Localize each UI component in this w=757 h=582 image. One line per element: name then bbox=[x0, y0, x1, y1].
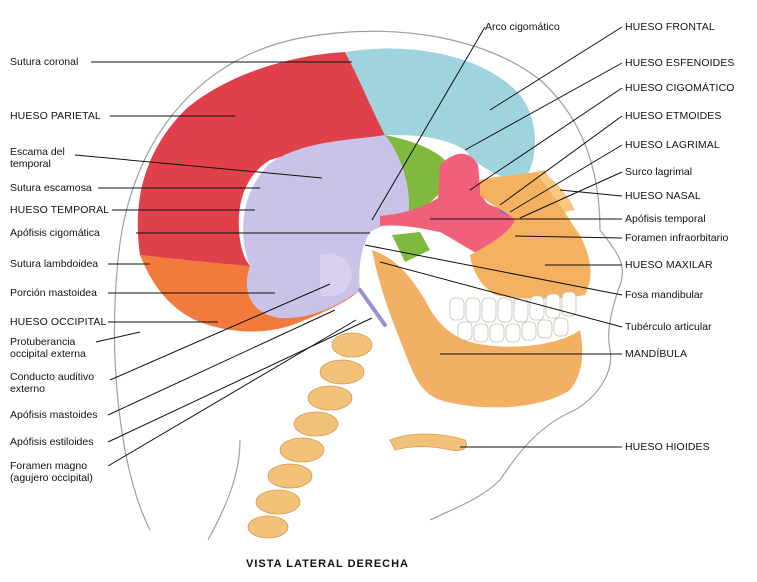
diagram-caption: VISTA LATERAL DERECHA bbox=[246, 558, 409, 570]
leader-lines bbox=[74, 26, 623, 467]
label-escama-temporal-2: temporal bbox=[10, 158, 51, 170]
label-hueso-hioides: HUESO HIOIDES bbox=[625, 441, 710, 453]
label-apofisis-mastoides: Apófisis mastoides bbox=[10, 409, 98, 421]
label-conducto-auditivo-2: externo bbox=[10, 383, 46, 395]
label-surco-lagrimal: Surco lagrimal bbox=[625, 166, 693, 178]
styloid-process bbox=[358, 288, 387, 327]
mandible-bone bbox=[372, 250, 583, 408]
nasal-bone bbox=[538, 170, 575, 212]
frontal-bone bbox=[345, 48, 535, 185]
label-hueso-cigomatico: HUESO CIGOMÁTICO bbox=[625, 82, 735, 94]
label-hueso-maxilar: HUESO MAXILAR bbox=[625, 259, 713, 271]
label-hueso-temporal: HUESO TEMPORAL bbox=[10, 204, 110, 216]
mastoid-process bbox=[320, 253, 352, 297]
label-apofisis-estiloides: Apófisis estiloides bbox=[10, 436, 94, 448]
label-porcion-mastoidea: Porción mastoidea bbox=[10, 287, 97, 299]
label-foramen-infraorbitario: Foramen infraorbitario bbox=[625, 232, 729, 244]
label-hueso-etmoides: HUESO ETMOIDES bbox=[625, 110, 722, 122]
label-hueso-esfenoides: HUESO ESFENOIDES bbox=[625, 57, 735, 69]
label-foramen-magno-1: Foramen magno bbox=[10, 460, 88, 472]
label-hueso-lagrimal: HUESO LAGRIMAL bbox=[625, 139, 720, 151]
label-mandibula: MANDÍBULA bbox=[625, 348, 688, 360]
label-hueso-parietal: HUESO PARIETAL bbox=[10, 110, 101, 122]
label-escama-temporal-1: Escama del bbox=[10, 146, 65, 158]
zygomatic-bone bbox=[380, 153, 516, 258]
cervical-vertebrae bbox=[247, 332, 373, 539]
temporal-bone bbox=[243, 135, 417, 319]
label-arco-cigomatico: Arco cigomático bbox=[485, 21, 560, 33]
label-protuberancia-1: Protuberancia bbox=[10, 336, 76, 348]
label-protuberancia-2: occipital externa bbox=[10, 348, 86, 360]
label-hueso-occipital: HUESO OCCIPITAL bbox=[10, 316, 107, 328]
label-sutura-lambdoidea: Sutura lambdoidea bbox=[10, 258, 99, 270]
teeth bbox=[449, 291, 577, 343]
label-sutura-escamosa: Sutura escamosa bbox=[10, 182, 92, 194]
neck-outline bbox=[207, 439, 241, 541]
label-tuberculo-articular: Tubérculo articular bbox=[625, 321, 712, 333]
maxilla-bone bbox=[470, 170, 591, 299]
label-conducto-auditivo-1: Conducto auditivo bbox=[10, 371, 95, 383]
label-sutura-coronal: Sutura coronal bbox=[10, 56, 79, 68]
label-hueso-nasal: HUESO NASAL bbox=[625, 190, 701, 202]
label-apofisis-temporal: Apófisis temporal bbox=[625, 213, 706, 225]
parietal-bone bbox=[137, 52, 385, 266]
label-foramen-magno-2: (agujero occipital) bbox=[10, 472, 93, 484]
label-apofisis-cigomatica: Apófisis cigomática bbox=[10, 227, 100, 239]
sphenoid-bone bbox=[385, 135, 445, 218]
sphenoid-bone-lower bbox=[392, 232, 430, 262]
hyoid-bone bbox=[389, 433, 467, 451]
label-hueso-frontal: HUESO FRONTAL bbox=[625, 21, 715, 33]
label-fosa-mandibular: Fosa mandibular bbox=[625, 289, 704, 301]
head-outline bbox=[113, 30, 623, 531]
